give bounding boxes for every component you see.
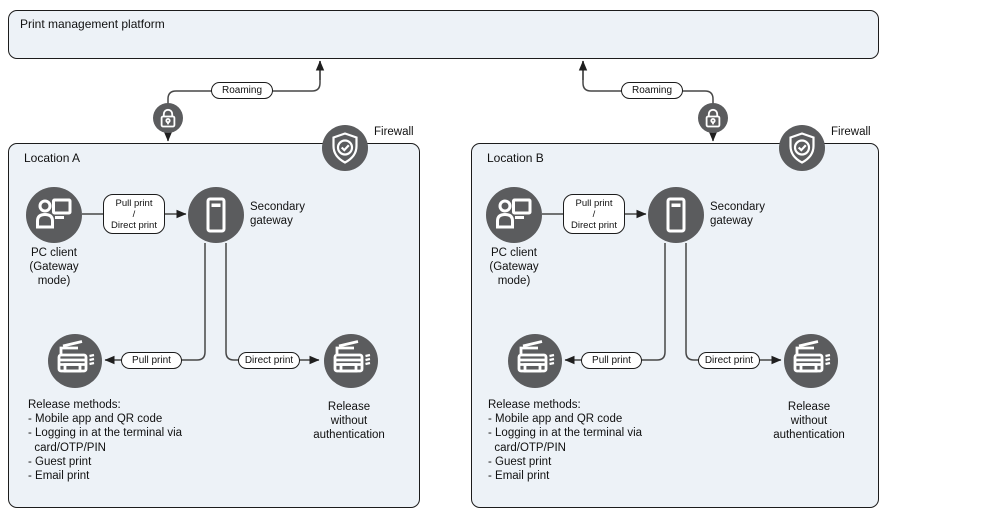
pull-print-label: Pull print [132,354,171,366]
firewall-label: Firewall [374,126,414,138]
lock-icon [153,103,183,133]
printer-icon [324,334,378,388]
roaming-pill-b: Roaming [621,82,683,99]
firewall-label: Firewall [831,126,871,138]
pc-client-icon [486,187,542,243]
pc-client-icon [26,187,82,243]
client-to-gateway-pill-a: Pull print / Direct print [103,194,165,234]
printer-icon [508,334,562,388]
release-methods-text: Release methods: - Mobile app and QR cod… [28,399,183,483]
firewall-shield-icon [322,125,368,171]
client-to-gateway-pill-b: Pull print / Direct print [563,194,625,234]
pull-print-pill-a: Pull print [121,352,182,369]
pull-print-label: Pull print [592,354,631,366]
pull-print-pill-b: Pull print [581,352,642,369]
platform-title: Print management platform [20,17,165,31]
release-without-auth-text: Release without authentication [313,401,385,442]
direct-print-label: Direct print [244,354,294,366]
server-icon [648,187,704,243]
direct-print-label: Direct print [704,354,754,366]
server-icon [188,187,244,243]
pc-client-label: PC client (Gateway mode) [29,247,79,288]
connector-roaming-a [163,61,321,142]
lock-icon [698,103,728,133]
secondary-gateway-label: Secondary gateway [250,201,305,228]
direct-print-pill-b: Direct print [698,352,760,369]
roaming-label: Roaming [221,84,263,96]
release-methods-text: Release methods: - Mobile app and QR cod… [488,399,643,483]
release-without-auth-text: Release without authentication [773,401,845,442]
firewall-shield-icon [779,125,825,171]
location-b-title: Location B [487,151,544,165]
roaming-label: Roaming [631,84,673,96]
print-management-platform-box [8,10,879,59]
printer-icon [784,334,838,388]
printer-icon [48,334,102,388]
roaming-pill-a: Roaming [211,82,273,99]
location-a-title: Location A [24,151,81,165]
connector-roaming-b [582,61,718,142]
direct-print-pill-a: Direct print [238,352,300,369]
pc-client-label: PC client (Gateway mode) [489,247,539,288]
secondary-gateway-label: Secondary gateway [710,201,765,228]
